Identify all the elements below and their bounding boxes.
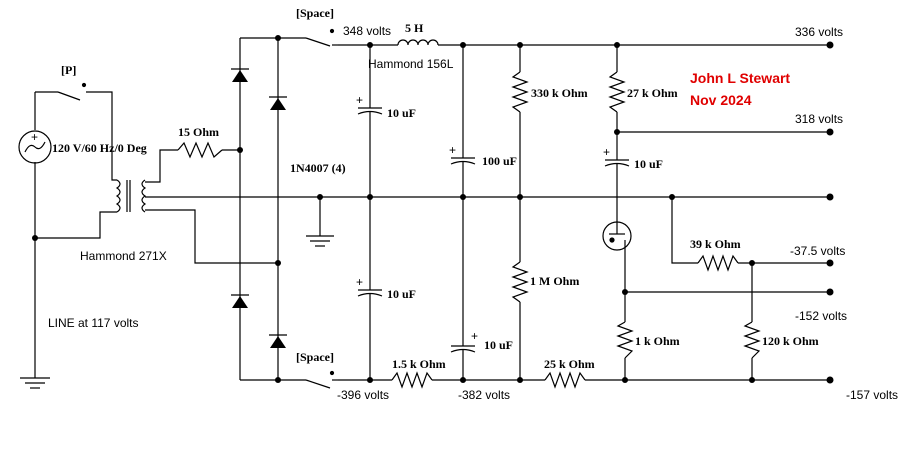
v348-label: 348 volts [343, 24, 391, 38]
resistor-330k [511, 71, 529, 113]
transformer-icon [115, 179, 147, 213]
v318-label: 318 volts [795, 112, 843, 126]
r39k-label: 39 k Ohm [690, 237, 741, 251]
r27k-label: 27 k Ohm [627, 86, 678, 100]
cap-top-label: 10 uF [387, 106, 416, 120]
r120k-label: 120 k Ohm [762, 334, 819, 348]
capacitor-coupling [604, 152, 630, 172]
resistor-15-ohm [177, 141, 223, 159]
v37-5-label: -37.5 volts [790, 244, 845, 258]
svg-text:+: + [449, 143, 456, 157]
diode-icon-1 [231, 68, 249, 82]
bottom-switch [305, 370, 338, 389]
wires [34, 37, 830, 381]
svg-text:+: + [31, 130, 38, 144]
capacitor-bottom-2 [450, 340, 476, 360]
cap-100uf-label: 100 uF [482, 154, 517, 168]
diode-icon-2 [269, 96, 287, 110]
junctions [32, 35, 755, 383]
resistor-39k [697, 254, 739, 272]
inductor-icon [397, 39, 439, 46]
cap-bottom-2-label: 10 uF [484, 338, 513, 352]
resistor-1m [511, 261, 529, 303]
line-ground-icon [20, 377, 50, 389]
v396-label: -396 volts [337, 388, 389, 402]
author-name: John L Stewart [690, 70, 790, 86]
source-label: 120 V/60 Hz/0 Deg [52, 141, 147, 155]
top-switch-label: [Space] [296, 6, 334, 20]
r1-5k-label: 1.5 k Ohm [392, 357, 446, 371]
diode-icon-3 [231, 294, 249, 308]
inductor-value-label: 5 H [405, 21, 424, 35]
author-date: Nov 2024 [690, 92, 752, 108]
bottom-switch-label: [Space] [296, 350, 334, 364]
top-switch [305, 28, 338, 47]
resistor-120k [743, 321, 761, 359]
cap-plus-signs: + + + + + [356, 93, 610, 343]
capacitor-bottom [357, 282, 383, 302]
v382-label: -382 volts [458, 388, 510, 402]
resistor-27k [608, 71, 626, 113]
v157-label: -157 volts [846, 388, 898, 402]
tube-icon [602, 221, 632, 251]
svg-text:+: + [356, 93, 363, 107]
terminals [826, 41, 834, 384]
svg-text:+: + [471, 329, 478, 343]
capacitor-top [357, 98, 383, 118]
capacitor-100uf [450, 150, 476, 170]
transformer-label: Hammond 271X [80, 249, 167, 263]
line-voltage-note: LINE at 117 volts [48, 316, 139, 330]
circuit-ground-icon [306, 235, 334, 247]
diodes-label: 1N4007 (4) [290, 161, 346, 175]
primary-switch [57, 82, 87, 101]
v336-label: 336 volts [795, 25, 843, 39]
resistor-25k [544, 371, 586, 389]
svg-text:+: + [356, 275, 363, 289]
ac-source: + [18, 130, 52, 164]
cap-coupling-label: 10 uF [634, 157, 663, 171]
diode-icon-4 [269, 334, 287, 348]
r25k-label: 25 k Ohm [544, 357, 595, 371]
primary-switch-label: [P] [61, 63, 76, 77]
v152-label: -152 volts [795, 309, 847, 323]
r1k-label: 1 k Ohm [635, 334, 680, 348]
cap-bottom-label: 10 uF [387, 287, 416, 301]
resistor-1k [616, 321, 634, 359]
r1m-label: 1 M Ohm [530, 274, 579, 288]
svg-text:+: + [603, 145, 610, 159]
r15-label: 15 Ohm [178, 125, 219, 139]
r330k-label: 330 k Ohm [531, 86, 588, 100]
inductor-model-label: Hammond 156L [368, 57, 454, 71]
resistor-1-5k [391, 371, 433, 389]
